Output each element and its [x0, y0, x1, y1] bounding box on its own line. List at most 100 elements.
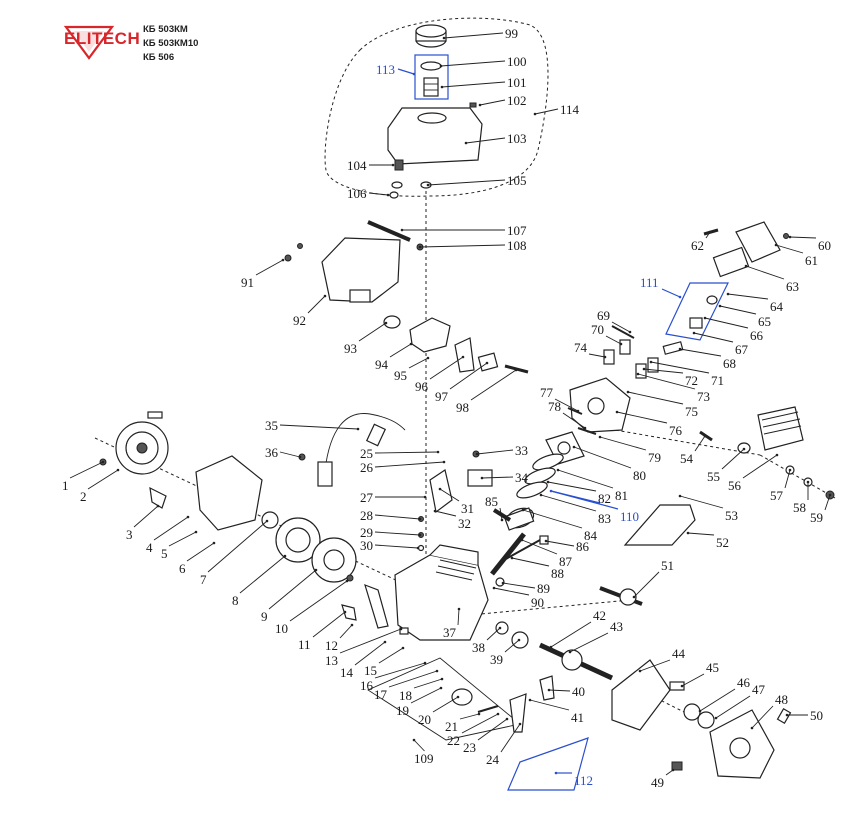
tank-stud-part [394, 159, 404, 171]
callout-89: 89 [537, 581, 550, 596]
brand-name: ELITECH [64, 29, 140, 48]
leader-dot-41 [528, 698, 532, 702]
leader-dot-40 [547, 688, 551, 692]
callout-69: 69 [597, 308, 610, 323]
group-box-112 [507, 737, 589, 791]
leader-dot-81 [556, 468, 560, 472]
piece-40-part [539, 675, 555, 701]
leader-dot-6 [212, 541, 216, 545]
leader-line-91 [255, 259, 284, 276]
breather-64-part [706, 295, 718, 305]
callout-97: 97 [435, 389, 449, 404]
leader-line-88 [511, 557, 550, 567]
valve-69-part [611, 325, 635, 339]
callout-100: 100 [507, 54, 527, 69]
callout-104: 104 [347, 158, 367, 173]
leader-line-76 [616, 411, 668, 424]
callout-62: 62 [691, 238, 704, 253]
callout-5: 5 [161, 546, 168, 561]
callout-86: 86 [576, 539, 590, 554]
callout-99: 99 [505, 26, 518, 41]
callout-49: 49 [651, 775, 664, 790]
leader-line-82 [547, 481, 597, 492]
callout-73: 73 [697, 389, 710, 404]
callout-29: 29 [360, 525, 373, 540]
callout-20: 20 [418, 712, 431, 727]
callout-32: 32 [458, 516, 471, 531]
leader-dot-33 [475, 452, 479, 456]
leader-line-73 [637, 373, 696, 390]
plate-68-part [662, 341, 684, 355]
callout-56: 56 [728, 478, 742, 493]
leader-line-108 [419, 244, 506, 248]
spring-70-part [619, 339, 631, 355]
leader-dot-24 [518, 722, 522, 726]
leader-dot-90 [492, 586, 496, 590]
cover-bolt-part [297, 243, 303, 249]
callout-110: 110 [620, 509, 639, 524]
leader-line-13 [339, 628, 402, 654]
leader-dot-102 [478, 103, 482, 107]
leader-line-15 [378, 647, 404, 664]
fan-cover-part [195, 455, 263, 531]
callout-18: 18 [399, 688, 412, 703]
leader-dot-20 [456, 695, 460, 699]
callout-50: 50 [810, 708, 823, 723]
leader-line-6 [186, 542, 215, 562]
callout-3: 3 [126, 527, 133, 542]
choke-part [149, 486, 167, 509]
leader-line-61 [775, 244, 804, 254]
ring-83-part [516, 481, 548, 499]
leader-line-45 [681, 673, 705, 687]
leader-line-35 [279, 424, 359, 430]
leader-line-47 [715, 695, 751, 719]
cover-nut-part [284, 254, 292, 262]
leader-dot-8 [283, 554, 287, 558]
leader-line-111 [661, 288, 681, 298]
leader-dot-98 [514, 368, 518, 372]
callout-22: 22 [447, 733, 460, 748]
cylinder-head-part [569, 377, 631, 433]
group-box-111 [665, 282, 729, 341]
leader-line-9 [268, 569, 317, 610]
leader-line-12 [339, 624, 353, 639]
leader-dot-95 [426, 356, 430, 360]
callout-91: 91 [241, 275, 254, 290]
engine-block-part [394, 544, 489, 641]
callout-21: 21 [445, 719, 458, 734]
callout-71: 71 [711, 373, 724, 388]
leader-line-70 [605, 335, 622, 345]
leader-line-37 [457, 608, 460, 626]
callout-78: 78 [548, 399, 561, 414]
leader-dot-17 [435, 669, 439, 673]
leader-line-96 [429, 356, 464, 380]
conrod-part [490, 532, 526, 576]
oil-seal-38-part [495, 621, 509, 635]
leader-line-53 [679, 495, 724, 509]
callout-14: 14 [340, 665, 354, 680]
leader-line-22 [461, 713, 499, 734]
leader-dot-7 [265, 519, 269, 523]
fuel-tank-part [387, 107, 483, 165]
callout-55: 55 [707, 469, 720, 484]
leader-line-7 [207, 520, 268, 573]
leader-line-10 [289, 580, 348, 622]
leader-dot-84 [521, 508, 525, 512]
callout-81: 81 [615, 488, 628, 503]
leader-dot-105 [426, 183, 430, 187]
breather-plate-part [689, 317, 703, 329]
leader-line-1 [69, 461, 104, 479]
callout-66: 66 [750, 328, 764, 343]
leader-dot-61 [774, 243, 778, 247]
callout-67: 67 [735, 342, 749, 357]
callout-106: 106 [347, 186, 367, 201]
leader-line-3 [133, 505, 159, 528]
callout-13: 13 [325, 653, 338, 668]
leader-line-16 [374, 662, 426, 679]
leader-line-34 [481, 476, 514, 479]
strainer-mesh-part [423, 77, 439, 97]
leader-line-36 [279, 451, 301, 458]
leader-dot-58 [806, 480, 810, 484]
callout-61: 61 [805, 253, 818, 268]
